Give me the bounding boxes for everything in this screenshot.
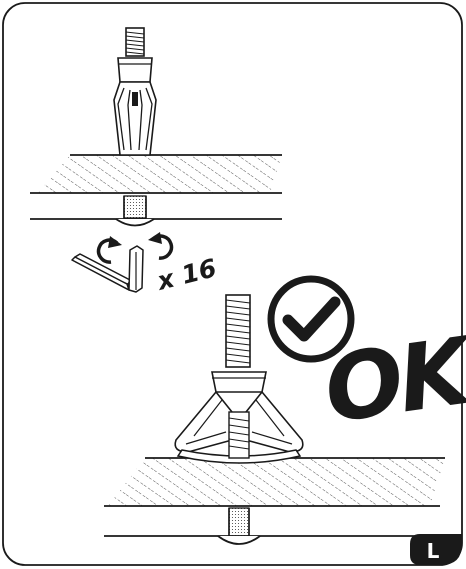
status-ok-label: OK xyxy=(318,317,466,444)
screw-thread-top xyxy=(125,27,145,57)
page-badge: L xyxy=(410,534,462,565)
page-badge-letter: L xyxy=(427,539,440,563)
anchor-sleeve-top xyxy=(113,81,157,156)
hex-key-icon xyxy=(71,245,144,293)
check-circle-icon xyxy=(267,275,355,363)
wall-panel-top xyxy=(30,154,282,220)
anchor-collar-bottom xyxy=(211,371,267,393)
allen-key-group: x 16 xyxy=(71,232,219,296)
anchor-inserted-illustration xyxy=(30,27,282,227)
screw-shaft-middle xyxy=(228,411,250,459)
anchor-head-top xyxy=(115,218,155,227)
anchor-head-bottom xyxy=(217,535,261,545)
screw-thread-bottom xyxy=(225,294,251,368)
rotate-cw-arrow-icon xyxy=(148,232,174,260)
anchor-collar-top xyxy=(117,57,153,83)
anchor-sleeve-in-wall-bottom xyxy=(228,507,250,537)
anchor-expanded-illustration xyxy=(104,294,445,545)
wall-panel-bottom xyxy=(104,457,445,537)
anchor-sleeve-in-wall-top xyxy=(123,195,147,219)
rotate-ccw-arrow-icon xyxy=(96,236,122,264)
